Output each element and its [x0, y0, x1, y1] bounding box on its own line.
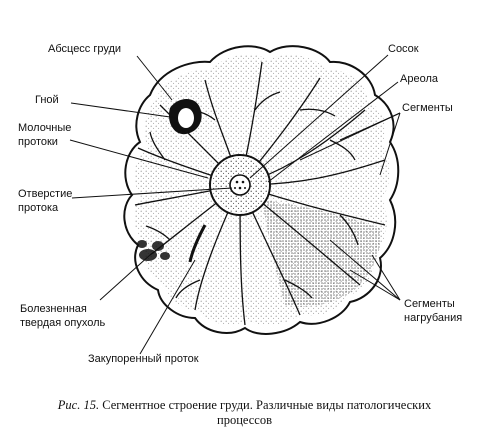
- blocked-duct: [188, 224, 207, 263]
- nipple: [229, 174, 251, 196]
- label-abscess: Абсцесс груди: [48, 43, 122, 55]
- figure-caption: Рис. 15. Сегментное строение груди. Разл…: [0, 398, 489, 428]
- breast-segment-diagram: [69, 45, 401, 355]
- label-milk-ducts-2: протоки: [18, 136, 58, 148]
- duct-openings: [234, 180, 246, 190]
- caption-text-line1: Сегментное строение груди. Различные вид…: [102, 398, 432, 412]
- hard-tumor: [137, 240, 170, 261]
- label-duct-opening-2: протока: [18, 202, 59, 214]
- label-diseased-tumor-2: твердая опухоль: [20, 317, 106, 329]
- label-duct-opening-1: Отверстие: [18, 188, 73, 200]
- label-nipple: Сосок: [388, 43, 419, 55]
- label-diseased-tumor-1: Болезненная: [20, 303, 87, 315]
- label-areola: Ареола: [400, 73, 438, 85]
- caption-text-line2: процессов: [217, 413, 272, 427]
- leader-lines: [69, 54, 401, 355]
- label-blocked-duct: Закупоренный проток: [88, 353, 199, 365]
- label-segments: Сегменты: [402, 102, 453, 114]
- figure-label: Рис. 15.: [57, 398, 100, 412]
- pus: [178, 108, 194, 128]
- engorgement-zone: [262, 200, 381, 307]
- label-engorgement-1: Сегменты: [404, 298, 455, 310]
- label-pus: Гной: [35, 94, 59, 106]
- label-engorgement-2: нагрубания: [404, 312, 463, 324]
- label-milk-ducts-1: Молочные: [18, 122, 72, 134]
